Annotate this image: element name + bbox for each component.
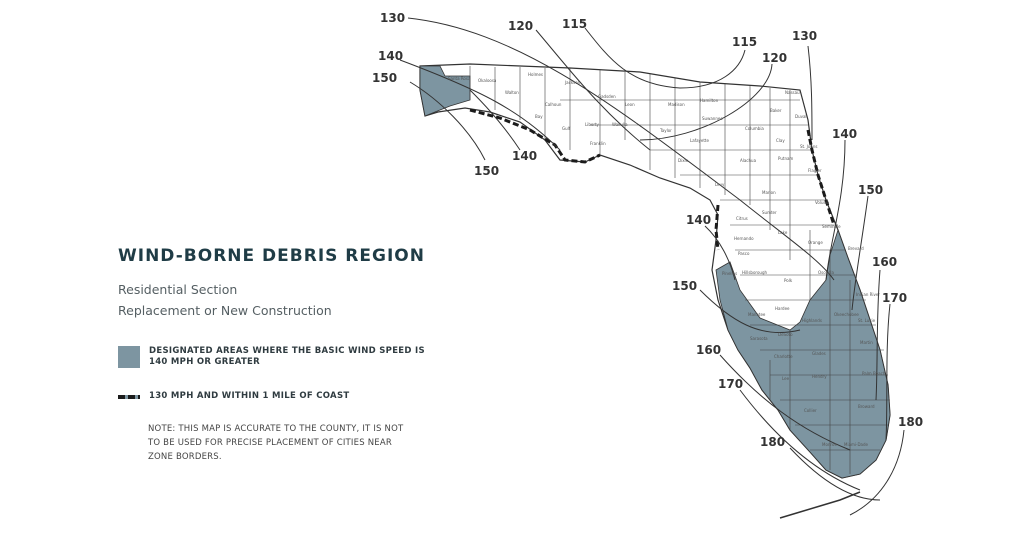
county-label: Dixie bbox=[678, 158, 689, 163]
county-label: Calhoun bbox=[545, 102, 562, 107]
wind-label: 140 bbox=[686, 213, 711, 227]
county-label: Bay bbox=[535, 114, 543, 119]
county-label: Gulf bbox=[562, 126, 571, 131]
wind-label: 150 bbox=[474, 164, 499, 178]
county-label: Madison bbox=[668, 102, 685, 107]
county-label: Hamilton bbox=[700, 98, 719, 103]
county-label: Columbia bbox=[745, 126, 764, 131]
county-label: Nassau bbox=[785, 90, 800, 95]
county-label: St. Lucie bbox=[858, 318, 876, 323]
wind-label: 115 bbox=[562, 17, 587, 31]
florida-keys bbox=[779, 491, 861, 519]
wind-label: 160 bbox=[872, 255, 897, 269]
wind-label: 120 bbox=[762, 51, 787, 65]
county-label: Orange bbox=[808, 240, 823, 245]
county-label: Citrus bbox=[736, 216, 748, 221]
county-label: Okaloosa bbox=[478, 78, 497, 83]
county-labels: Santa Rosa Okaloosa Walton Holmes Jackso… bbox=[448, 72, 886, 447]
county-label: Seminole bbox=[822, 224, 841, 229]
shaded-escambia bbox=[419, 65, 471, 117]
county-label: Taylor bbox=[659, 128, 672, 133]
wind-label: 140 bbox=[832, 127, 857, 141]
county-label: Pinellas bbox=[722, 271, 737, 276]
wind-label: 130 bbox=[792, 29, 817, 43]
county-borders bbox=[469, 66, 890, 474]
county-label: Sumter bbox=[762, 210, 777, 215]
wind-label: 180 bbox=[760, 435, 785, 449]
subtitle-line-2: Replacement or New Construction bbox=[118, 303, 332, 318]
county-label: DeSoto bbox=[778, 332, 793, 337]
wind-label: 180 bbox=[898, 415, 923, 429]
map-note: NOTE: THIS MAP IS ACCURATE TO THE COUNTY… bbox=[148, 424, 404, 462]
wind-label: 160 bbox=[696, 343, 721, 357]
county-label: Lake bbox=[778, 230, 788, 235]
county-label: Walton bbox=[505, 90, 519, 95]
wind-label: 170 bbox=[718, 377, 743, 391]
legend-line-swatch bbox=[118, 395, 140, 399]
county-label: Glades bbox=[812, 351, 826, 356]
county-label: Gadsden bbox=[598, 94, 616, 99]
legend-area-swatch bbox=[118, 346, 140, 368]
county-label: Hendry bbox=[812, 374, 827, 379]
wind-label: 140 bbox=[378, 49, 403, 63]
county-label: Levy bbox=[715, 182, 725, 187]
legend-item-line: 130 MPH AND WITHIN 1 MILE OF COAST bbox=[118, 391, 349, 402]
legend-item-area: DESIGNATED AREAS WHERE THE BASIC WIND SP… bbox=[118, 346, 439, 368]
county-label: Sarasota bbox=[750, 336, 768, 341]
county-label: Monroe bbox=[822, 442, 837, 447]
county-label: Okeechobee bbox=[834, 312, 859, 317]
county-label: Jackson bbox=[564, 80, 581, 85]
county-label: Alachua bbox=[740, 158, 757, 163]
county-label: St. Johns bbox=[800, 144, 817, 149]
county-label: Osceola bbox=[818, 270, 834, 275]
county-label: Liberty bbox=[585, 122, 600, 127]
county-label: Hernando bbox=[734, 236, 754, 241]
county-label: Indian River bbox=[856, 292, 880, 297]
county-label: Duval bbox=[795, 114, 807, 119]
county-label: Martin bbox=[860, 340, 873, 345]
county-label: Polk bbox=[784, 278, 793, 283]
county-label: Baker bbox=[770, 108, 782, 113]
county-label: Volusia bbox=[815, 200, 830, 205]
county-label: Franklin bbox=[590, 141, 606, 146]
wind-label: 140 bbox=[512, 149, 537, 163]
wind-label: 120 bbox=[508, 19, 533, 33]
county-label: Broward bbox=[858, 404, 875, 409]
county-label: Pasco bbox=[738, 251, 750, 256]
wind-label: 115 bbox=[732, 35, 757, 49]
county-label: Brevard bbox=[848, 246, 864, 251]
wind-label: 130 bbox=[380, 11, 405, 25]
county-label: Suwannee bbox=[702, 116, 723, 121]
wind-speed-labels: 130 120 115 115 130 120 140 150 140 150 … bbox=[372, 11, 923, 449]
county-label: Clay bbox=[776, 138, 785, 143]
county-label: Lee bbox=[782, 376, 790, 381]
county-label: Wakulla bbox=[612, 122, 628, 127]
legend-line-label: 130 MPH AND WITHIN 1 MILE OF COAST bbox=[149, 391, 350, 401]
county-label: Hillsborough bbox=[742, 270, 767, 275]
county-label: Flagler bbox=[808, 168, 822, 173]
wind-label: 150 bbox=[372, 71, 397, 85]
county-label: Marion bbox=[762, 190, 776, 195]
county-label: Santa Rosa bbox=[448, 76, 471, 81]
subtitle-line-1: Residential Section bbox=[118, 282, 238, 297]
wind-contours bbox=[399, 17, 905, 516]
county-label: Charlotte bbox=[774, 354, 793, 359]
county-label: Hardee bbox=[775, 306, 790, 311]
map-title: WIND-BORNE DEBRIS REGION bbox=[118, 246, 425, 266]
county-label: Palm Beach bbox=[862, 371, 886, 376]
county-label: Holmes bbox=[528, 72, 543, 77]
county-label: Collier bbox=[804, 408, 817, 413]
county-label: Leon bbox=[625, 102, 635, 107]
wind-label: 170 bbox=[882, 291, 907, 305]
county-label: Miami-Dade bbox=[844, 442, 869, 447]
county-label: Highlands bbox=[802, 318, 822, 323]
county-label: Lafayette bbox=[690, 138, 710, 143]
legend-area-label: DESIGNATED AREAS WHERE THE BASIC WIND SP… bbox=[149, 346, 425, 367]
wind-label: 150 bbox=[858, 183, 883, 197]
county-label: Putnam bbox=[778, 156, 793, 161]
wind-label: 150 bbox=[672, 279, 697, 293]
county-label: Manatee bbox=[748, 312, 766, 317]
